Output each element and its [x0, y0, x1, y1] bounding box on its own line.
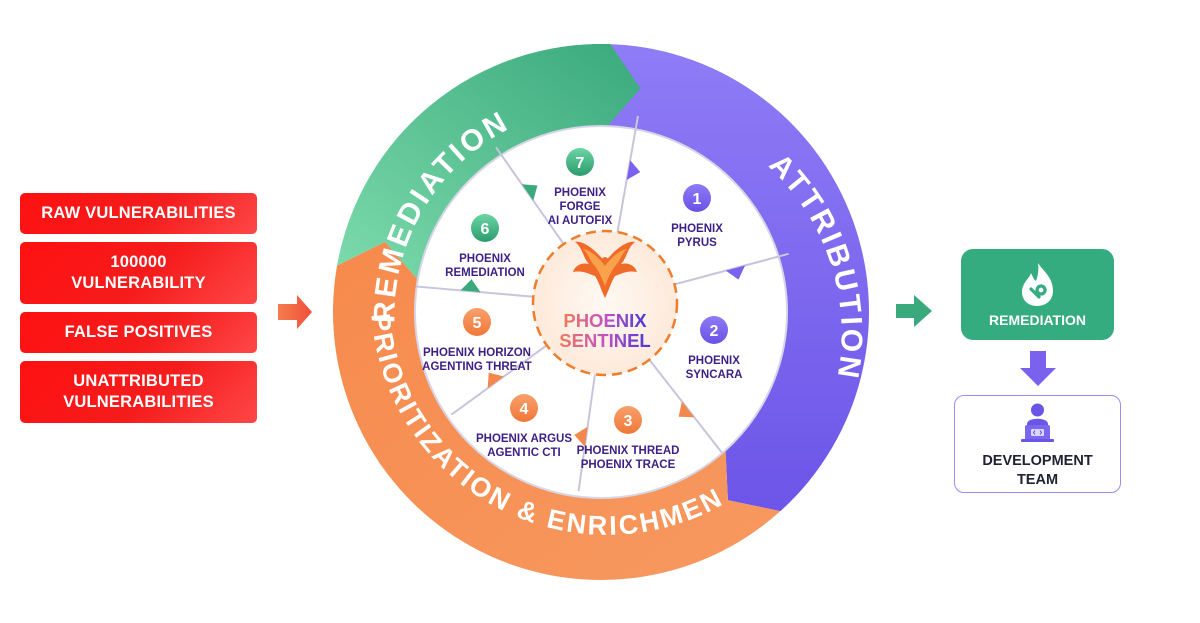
input-label: RAW VULNERABILITIES — [41, 204, 236, 222]
flow-marker-icon — [574, 426, 588, 447]
segment-label: SYNCARA — [686, 369, 743, 381]
input-label: UNATTRIBUTED — [73, 372, 204, 390]
center-circle — [531, 229, 679, 377]
input-box-vulnerability-count: 100000 VULNERABILITY — [20, 242, 257, 304]
fire-wrench-icon — [1022, 263, 1053, 306]
flow-marker-icon — [521, 184, 538, 201]
segment-number-badge — [566, 148, 594, 176]
segment-label: PHOENIX — [554, 187, 606, 199]
input-label: VULNERABILITY — [71, 274, 206, 292]
input-label: VULNERABILITIES — [63, 393, 214, 411]
input-label: 100000 — [110, 253, 167, 271]
segment-number-badge — [471, 214, 499, 242]
arrow-right-icon — [278, 295, 312, 329]
input-box-false-positives: FALSE POSITIVES — [20, 312, 257, 353]
segment-number: 7 — [576, 155, 585, 172]
wheel-spoke — [577, 374, 596, 492]
segment-number-badge — [463, 308, 491, 336]
segment-number: 3 — [624, 413, 633, 430]
segment-number-badge — [510, 394, 538, 422]
segment-label: PHOENIX HORIZON — [423, 347, 531, 359]
segment-number-badge — [683, 184, 711, 212]
phoenix-bird-icon — [573, 241, 637, 298]
flow-marker-icon — [460, 279, 481, 293]
segment-label: FORGE — [560, 201, 601, 213]
segment-number: 6 — [481, 221, 490, 238]
arrow-down-icon — [1020, 351, 1056, 386]
arrow-right-icon — [896, 295, 932, 327]
segment-number: 5 — [473, 315, 482, 332]
ring-segment-remediation — [337, 44, 641, 280]
segment-number: 4 — [520, 401, 529, 418]
segment-label: PHOENIX — [459, 253, 511, 265]
flow-marker-icon — [487, 372, 504, 389]
segment-number: 1 — [693, 191, 702, 208]
input-box-unattributed: UNATTRIBUTED VULNERABILITIES — [20, 361, 257, 423]
segment-label: REMEDIATION — [445, 267, 525, 279]
center-title-line2: SENTINEL — [559, 330, 650, 351]
segment-label: PHOENIX — [688, 355, 740, 367]
wheel-spoke — [450, 344, 548, 416]
segment-number-badge — [700, 316, 728, 344]
flow-marker-icon — [626, 160, 641, 180]
segment-label: PHOENIX THREAD — [577, 445, 680, 457]
segment-label: AGENTIC CTI — [487, 447, 560, 459]
wheel-spoke — [674, 252, 789, 286]
output-remediation-label: REMEDIATION — [989, 312, 1086, 328]
center-title-line1: PHOENIX — [563, 310, 647, 331]
input-label: FALSE POSITIVES — [64, 323, 213, 341]
flow-marker-icon — [725, 265, 746, 280]
segment-number-badge — [614, 406, 642, 434]
segment-label: PYRUS — [677, 237, 717, 249]
segment-label: PHOENIX — [671, 223, 723, 235]
segment-number: 2 — [710, 323, 719, 340]
ring-segment-attribution — [591, 44, 869, 512]
flow-marker-icon — [678, 401, 695, 418]
input-box-raw-vulnerabilities: RAW VULNERABILITIES — [20, 193, 257, 234]
segment-label: PHOENIX ARGUS — [476, 433, 572, 445]
output-remediation-box: REMEDIATION — [961, 249, 1114, 340]
developer-laptop-icon — [1021, 403, 1054, 442]
output-development-team-label: DEVELOPMENT TEAM — [982, 453, 1093, 488]
segment-label: PHOENIX TRACE — [581, 459, 676, 471]
ring-segment-prioritization — [333, 241, 781, 580]
output-development-team-box: DEVELOPMENT TEAM — [954, 395, 1121, 493]
segment-label: AI AUTOFIX — [548, 215, 613, 227]
segment-label: AGENTING THREAT — [422, 361, 532, 373]
